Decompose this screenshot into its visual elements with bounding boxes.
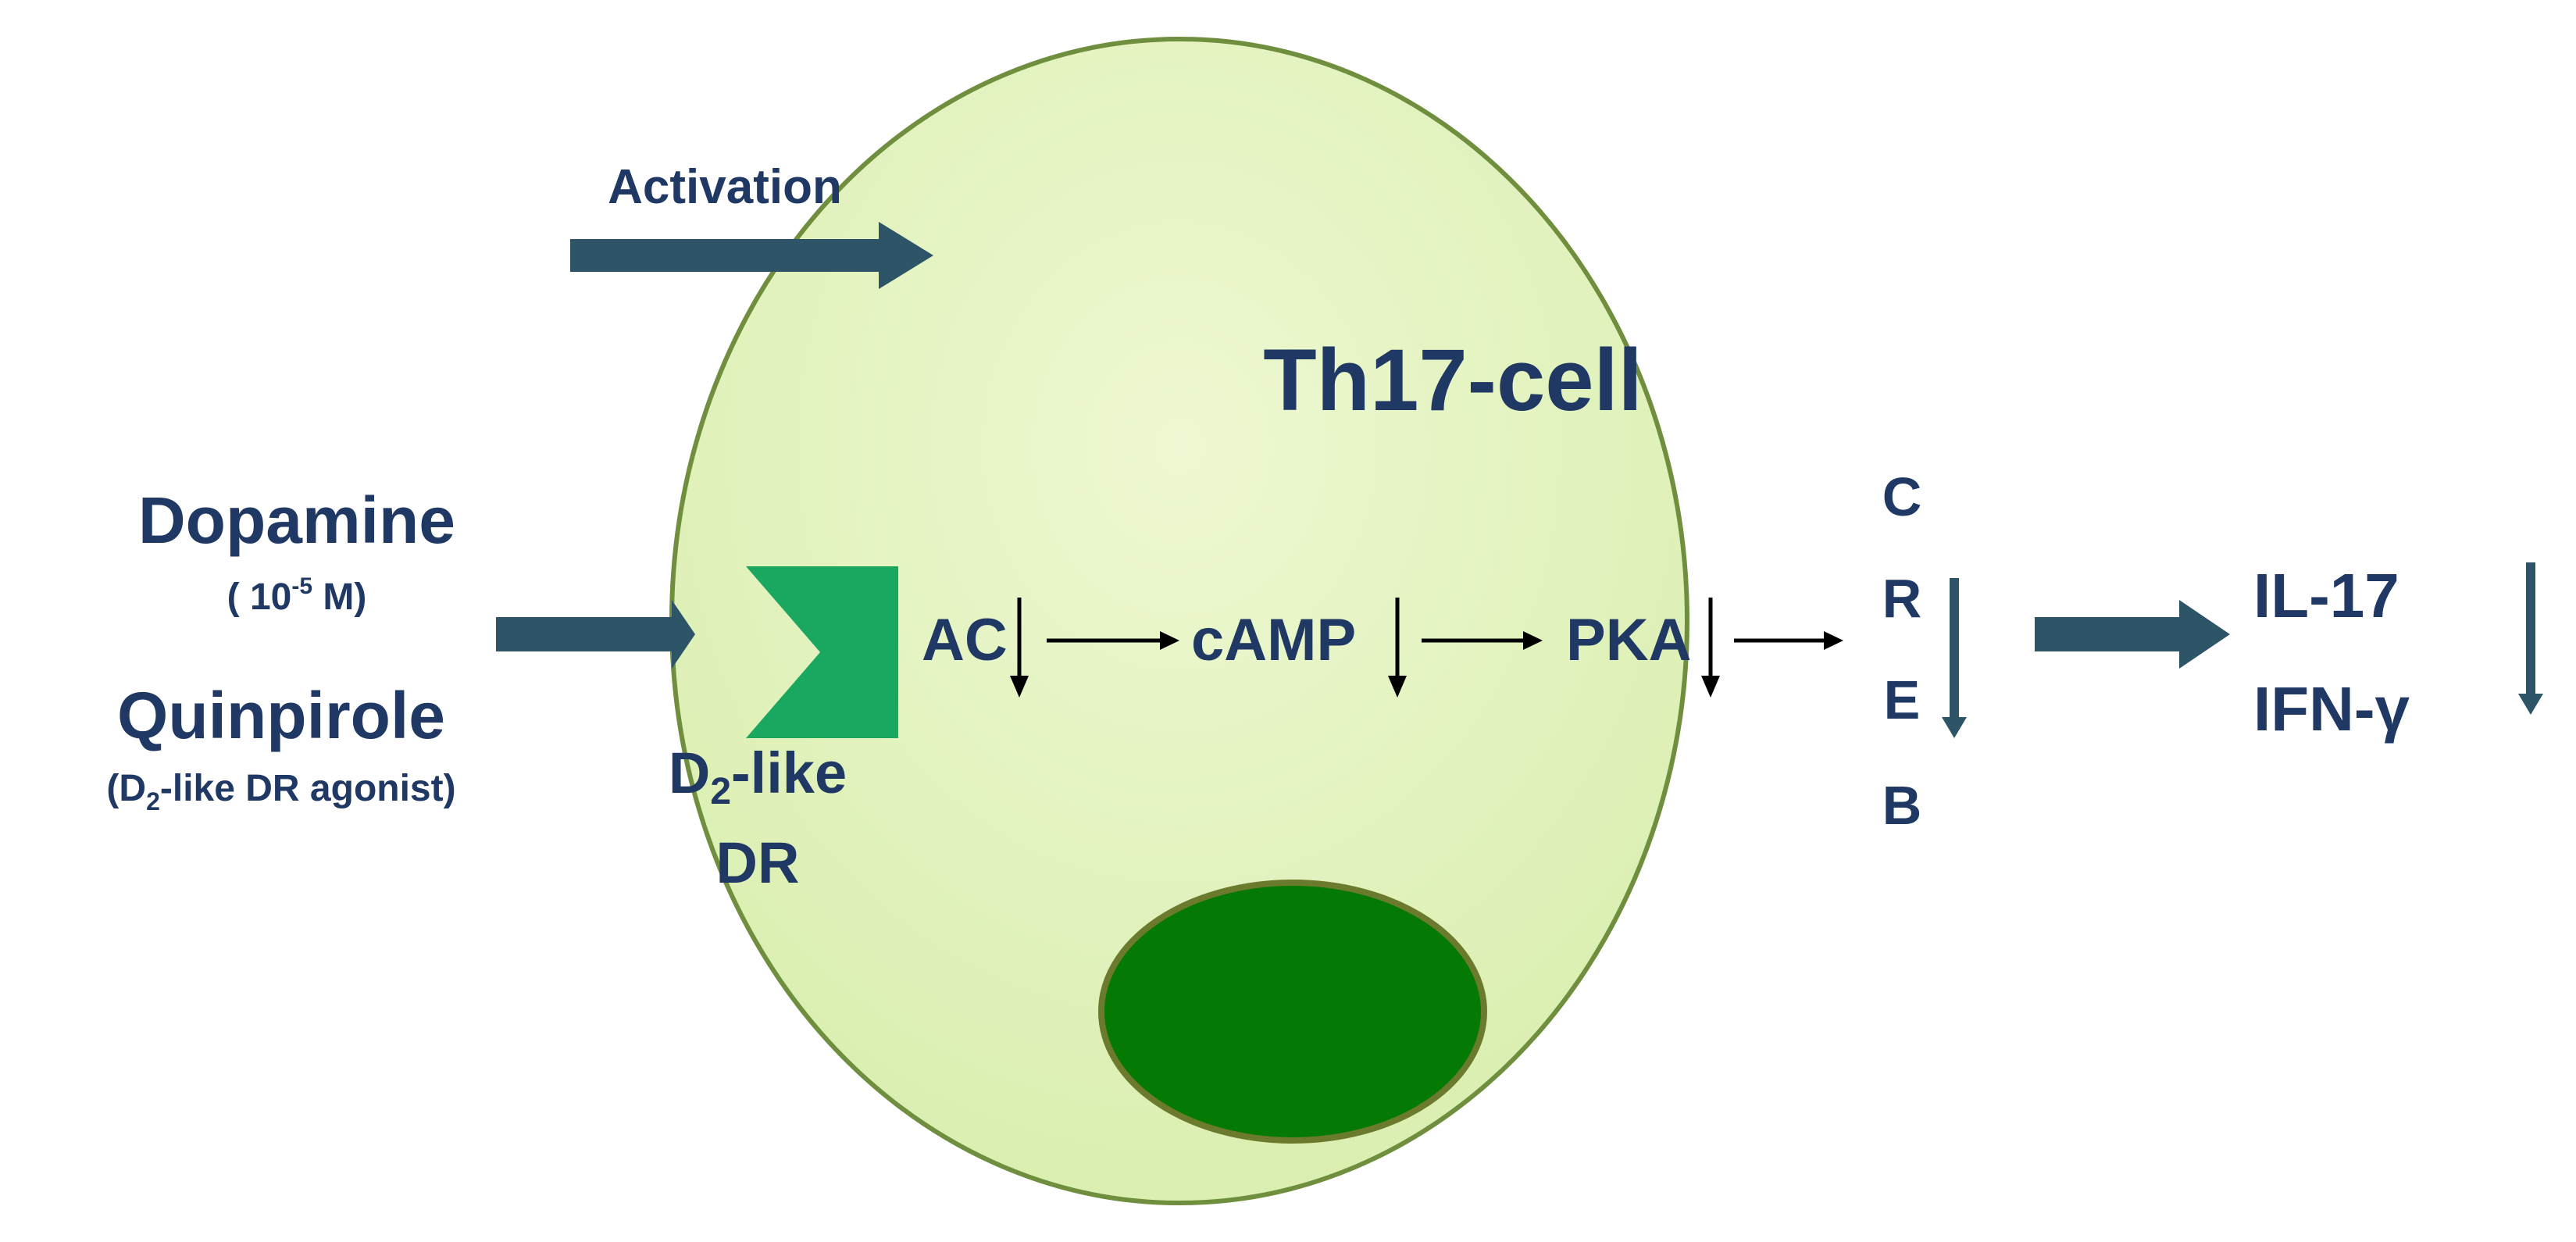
cytokine-down-arrow-icon	[2518, 562, 2543, 715]
ac-down-arrow-icon	[1010, 598, 1029, 698]
d2-like-receptor	[746, 566, 898, 738]
activation-arrow	[570, 222, 933, 289]
dopamine-label: Dopamine	[138, 484, 455, 557]
pka-down-arrow-icon	[1701, 598, 1720, 698]
creb-letter-e: E	[1884, 669, 1921, 730]
output-il17: IL-17	[2253, 561, 2399, 630]
creb-letter-b: B	[1882, 775, 1922, 836]
cell-title: Th17-cell	[1263, 331, 1643, 429]
output-ifn-gamma: IFN-γ	[2253, 674, 2410, 744]
pathway-pka: PKA	[1566, 607, 1691, 673]
activation-label: Activation	[608, 160, 842, 214]
cell-nucleus	[1098, 880, 1487, 1144]
creb-letter-r: R	[1882, 568, 1922, 629]
pathway-arrows	[1047, 631, 1843, 650]
input-arrow	[496, 600, 695, 669]
pathway-ac: AC	[922, 607, 1008, 673]
quinpirole-description: (D2-like DR agonist)	[106, 768, 455, 816]
receptor-label: D2-like	[669, 741, 847, 812]
creb-down-arrow-icon	[1942, 578, 1967, 738]
output-arrow	[2035, 600, 2230, 669]
dopamine-concentration: ( 10-5 M)	[227, 573, 367, 618]
decrease-arrows	[1010, 562, 2543, 738]
quinpirole-label: Quinpirole	[117, 679, 445, 752]
receptor-label-dr: DR	[716, 830, 800, 895]
pathway-camp: cAMP	[1191, 607, 1356, 673]
camp-down-arrow-icon	[1388, 598, 1407, 698]
creb-letter-c: C	[1882, 466, 1922, 527]
